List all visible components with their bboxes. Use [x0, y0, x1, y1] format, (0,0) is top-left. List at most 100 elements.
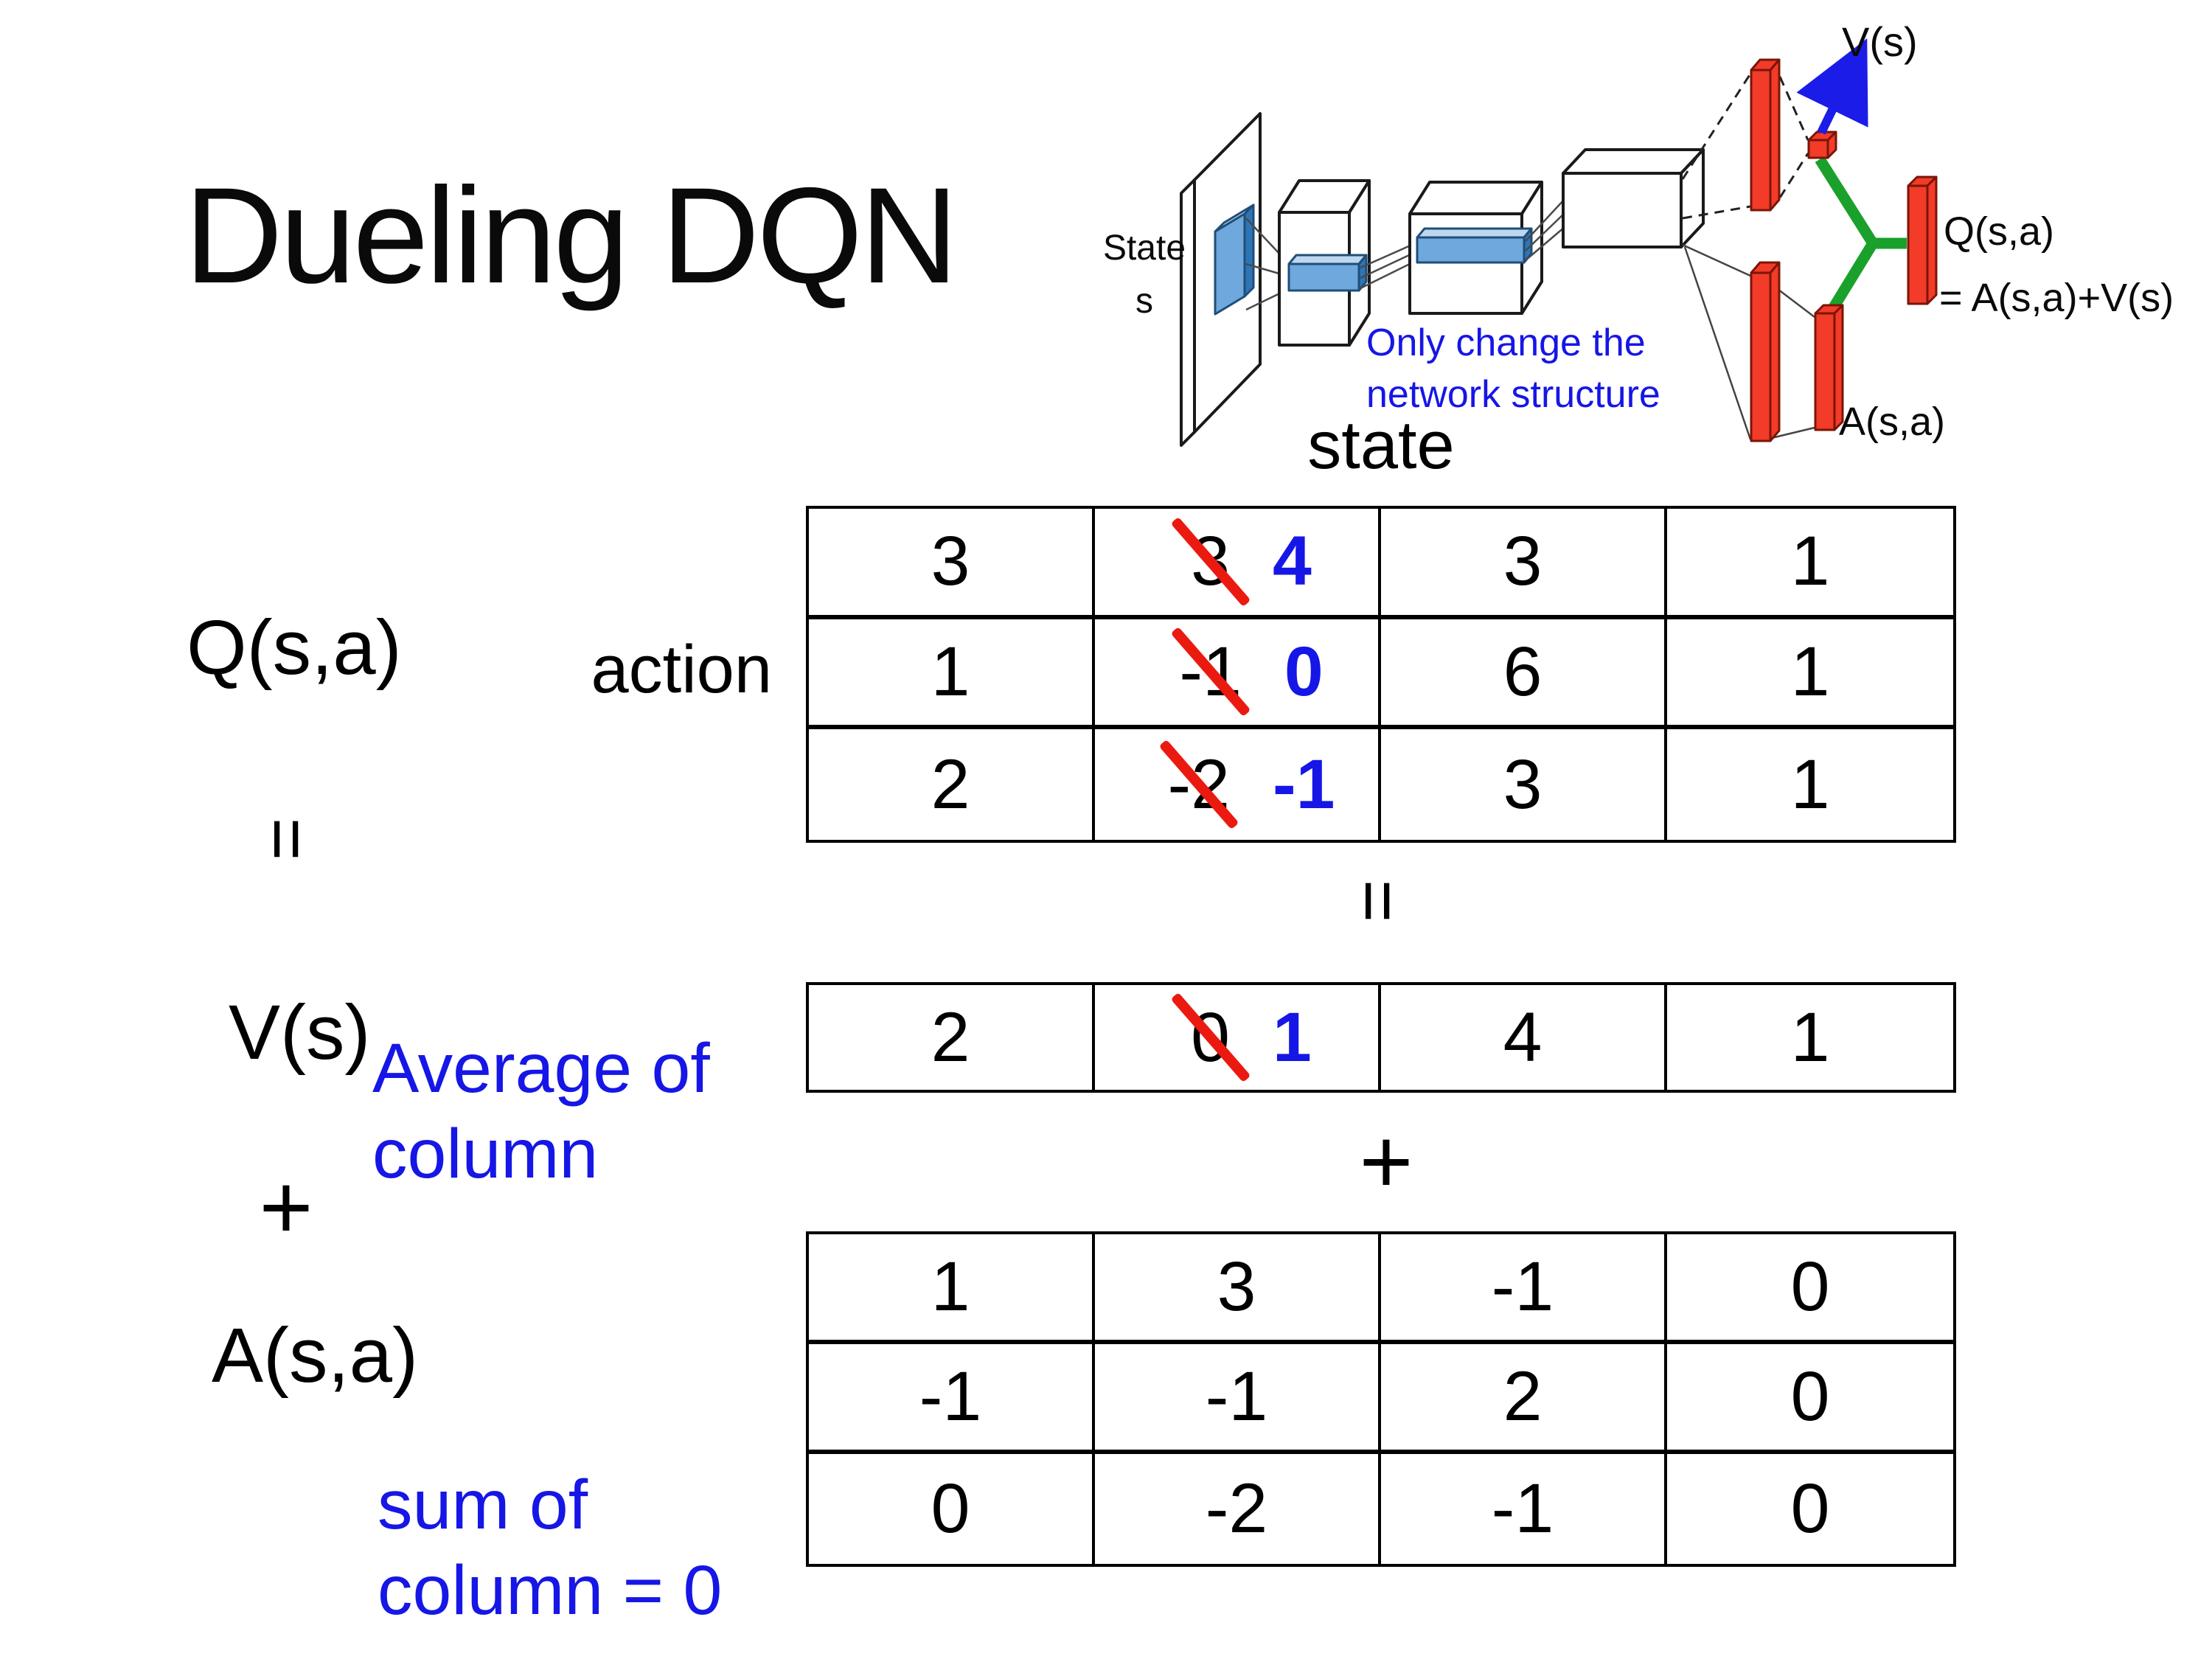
replacement-value: 4 [1273, 522, 1312, 601]
a-table-cell-r2c2: -1 [1095, 1344, 1381, 1454]
matrix-value: 1 [1790, 632, 1830, 711]
q-table-cell-r2c4: 1 [1667, 619, 1953, 730]
a-table-cell-r1c2: 3 [1095, 1234, 1381, 1344]
v-table-cell-r1c1: 2 [809, 985, 1095, 1090]
matrix-value: -1 [1491, 1248, 1554, 1326]
value-stream-dashed-lines [1681, 73, 1809, 220]
red-strike-icon [1158, 739, 1239, 830]
a-table-cell-r1c3: -1 [1381, 1234, 1667, 1344]
matrix-value: 1 [1790, 745, 1830, 824]
diagram-vs-label: V(s) [1842, 18, 1918, 65]
a-table-cell-r3c1: 0 [809, 1454, 1095, 1564]
feature-bar-1 [1287, 254, 1368, 292]
state-axis-label: state [1307, 408, 1455, 483]
merge-connector [1815, 156, 1907, 319]
v-table: 20141 [806, 982, 1956, 1093]
page-title: Dueling DQN [184, 160, 959, 312]
matrix-value: -2 [1205, 1470, 1268, 1548]
fc-bar-value-hidden [1750, 58, 1781, 212]
advantage-stream-lines [1682, 243, 1815, 440]
diagram-q-formula: = A(s,a)+V(s) [1939, 276, 2174, 320]
q-table-cell-r2c3: 6 [1381, 619, 1667, 730]
value-scalar-node [1807, 131, 1837, 159]
conv-patch [1214, 204, 1255, 316]
diagram-state-label-line2: s [1135, 282, 1153, 321]
matrix-value: 2 [1503, 1357, 1543, 1436]
diagram-a-label: A(s,a) [1839, 400, 1945, 444]
plus-mid: + [1359, 1110, 1413, 1213]
matrix-value: 1 [1790, 998, 1830, 1077]
matrix-value: 2 [931, 745, 970, 824]
advantage-vector-bar [1814, 304, 1844, 431]
red-strike-icon [1170, 992, 1251, 1083]
v-table-cell-r1c4: 1 [1667, 985, 1953, 1090]
matrix-value: 0 [1790, 1248, 1830, 1326]
a-matrix-label: A(s,a) [212, 1312, 419, 1399]
sum-note-line2: column = 0 [378, 1551, 723, 1630]
matrix-value: 3 [1503, 522, 1543, 601]
matrix-value: -1 [919, 1357, 982, 1436]
matrix-value: -1 [1205, 1357, 1268, 1436]
diagram-state-label-line1: State [1103, 229, 1186, 268]
q-table-cell-r3c2: -2 -1 [1095, 729, 1381, 840]
red-strike-icon [1170, 516, 1251, 608]
q-table-cell-r3c1: 2 [809, 729, 1095, 840]
matrix-value: 0 [931, 1470, 970, 1548]
fc-box [1562, 148, 1705, 248]
sum-note-line1: sum of [378, 1466, 588, 1544]
a-table-cell-r3c2: -2 [1095, 1454, 1381, 1564]
q-table-cell-r2c1: 1 [809, 619, 1095, 730]
a-table-cell-r2c1: -1 [809, 1344, 1095, 1454]
q-table-cell-r1c2: 34 [1095, 509, 1381, 619]
corrected-value-pair: -10 [1170, 627, 1324, 717]
matrix-value: 3 [931, 522, 970, 601]
matrix-value: 6 [1503, 632, 1543, 711]
matrix-value: 1 [931, 632, 970, 711]
matrix-value: 3 [1503, 745, 1543, 824]
corrected-value-pair: -2 -1 [1158, 739, 1335, 830]
plus-left: + [259, 1155, 313, 1259]
a-table-cell-r2c3: 2 [1381, 1344, 1667, 1454]
matrix-value: 0 [1790, 1357, 1830, 1436]
matrix-value: 0 [1790, 1470, 1830, 1548]
matrix-value: -1 [1491, 1470, 1554, 1548]
q-table-cell-r1c4: 1 [1667, 509, 1953, 619]
v-table-cell-r1c2: 01 [1095, 985, 1381, 1090]
a-table: 1 3 -1 0 -1 -1 2 0 0 -2 -1 0 [806, 1231, 1956, 1567]
diagram-q-label: Q(s,a) [1944, 209, 2054, 254]
q-table-cell-r1c1: 3 [809, 509, 1095, 619]
q-matrix-label: Q(s,a) [187, 605, 402, 691]
matrix-value: 1 [931, 1248, 970, 1326]
value-arrow [1796, 38, 1868, 135]
replacement-value: 1 [1273, 998, 1312, 1077]
matrix-value: 3 [1217, 1248, 1256, 1326]
action-axis-label: action [591, 632, 773, 707]
v-matrix-label: V(s) [229, 990, 371, 1076]
corrected-value-pair: 01 [1170, 992, 1312, 1083]
a-table-cell-r1c1: 1 [809, 1234, 1095, 1344]
red-strike-icon [1170, 627, 1251, 717]
a-table-cell-r2c4: 0 [1667, 1344, 1953, 1454]
a-table-cell-r3c3: -1 [1381, 1454, 1667, 1564]
conv-cone-3 [1525, 198, 1565, 261]
q-table-cell-r3c3: 3 [1381, 729, 1667, 840]
a-table-cell-r1c4: 0 [1667, 1234, 1953, 1344]
matrix-value: 1 [1790, 522, 1830, 601]
replacement-value: -1 [1273, 745, 1335, 824]
equals-mid: = [1337, 879, 1419, 923]
diagram-note-line2: network structure [1366, 373, 1660, 416]
diagram-note-line1: Only change the [1366, 321, 1646, 364]
original-value: -1 [1170, 627, 1251, 717]
average-note-line2: column [372, 1114, 599, 1193]
matrix-value: 2 [931, 998, 970, 1077]
original-value: 3 [1170, 516, 1251, 608]
average-note-line1: Average of [372, 1029, 710, 1107]
q-table-cell-r2c2: -10 [1095, 619, 1381, 730]
q-output-bar [1907, 175, 1938, 305]
original-value: 0 [1170, 992, 1251, 1083]
equals-left: = [246, 817, 328, 861]
original-value: -2 [1158, 739, 1239, 830]
fc-bar-advantage-hidden [1750, 261, 1781, 442]
